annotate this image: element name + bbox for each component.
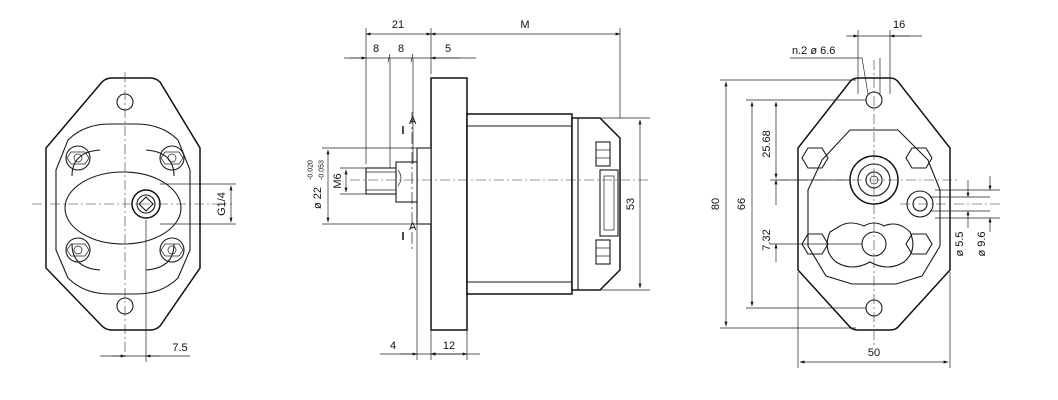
- rear-flange-outline: [797, 77, 951, 331]
- front-bolts: [65, 145, 185, 263]
- front-view: G1/4 7.5: [32, 72, 236, 362]
- dim-53: 53: [625, 198, 637, 210]
- dim-4: 4: [390, 340, 396, 352]
- dim-holes: n.2 ø 6.6: [792, 45, 835, 57]
- dim-8b: 8: [398, 43, 404, 55]
- dim-80: 80: [710, 198, 722, 210]
- dim-25-68: 25.68: [761, 130, 773, 158]
- dim-66: 66: [736, 198, 748, 210]
- rear-view: 16 n.2 ø 6.6 80 66 25.68 7.32: [710, 19, 1000, 368]
- dim-7-32: 7.32: [761, 229, 773, 250]
- side-view: A A 21 M 8 8 5 53 M6 ø 22: [308, 19, 650, 360]
- front-housing-right: [145, 149, 175, 271]
- front-flange-outline: [45, 77, 201, 331]
- dim-16: 16: [893, 19, 905, 31]
- side-pilot: [416, 147, 432, 225]
- side-key: [397, 169, 402, 187]
- side-rear-bolts: [595, 141, 619, 265]
- dim-m6: M6: [332, 173, 344, 188]
- dim-21: 21: [392, 19, 404, 31]
- dim-tol-lower: -0.053: [319, 160, 326, 180]
- dim-8a: 8: [373, 43, 379, 55]
- rear-inner-cover: [807, 129, 941, 285]
- dim-g14: G1/4: [216, 192, 228, 216]
- dim-dia9-6: ø 9.6: [976, 231, 988, 256]
- side-flange: [430, 77, 468, 331]
- dim-50: 50: [868, 347, 880, 359]
- dim-dia22: ø 22: [312, 187, 324, 209]
- dim-tol-upper: -0.020: [308, 160, 315, 180]
- front-ring: [64, 171, 182, 245]
- front-housing-left: [71, 149, 101, 271]
- dim-m: M: [520, 19, 529, 31]
- rear-lobe: [826, 222, 914, 268]
- dim-dia5-5: ø 5.5: [954, 231, 966, 256]
- dim-12: 12: [443, 340, 455, 352]
- side-shaft-collar: [395, 161, 418, 203]
- dim-5: 5: [445, 43, 451, 55]
- dim-7-5: 7.5: [172, 342, 187, 354]
- front-inner-body: [55, 123, 191, 295]
- section-mark-bottom: A: [409, 221, 417, 233]
- side-body: [466, 113, 573, 295]
